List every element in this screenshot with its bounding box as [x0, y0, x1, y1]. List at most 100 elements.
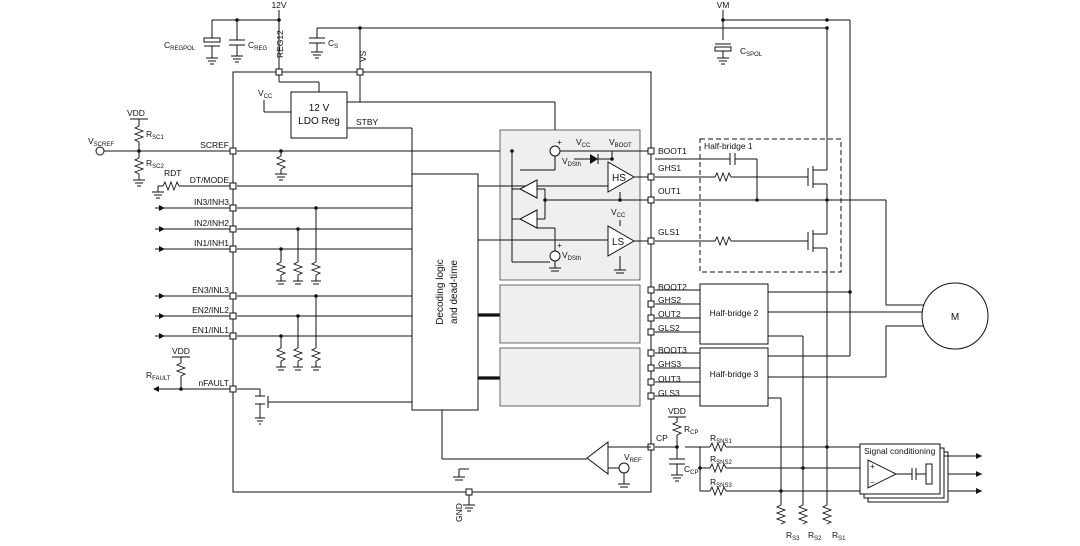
supply-vm: VM CSPOL	[714, 0, 850, 65]
svg-text:M: M	[951, 312, 959, 323]
svg-text:+: +	[870, 461, 875, 471]
svg-text:VREF: VREF	[624, 452, 642, 464]
svg-text:EN1/INL1: EN1/INL1	[192, 325, 229, 335]
svg-text:OUT2: OUT2	[658, 309, 681, 319]
svg-text:Half-bridge 1: Half-bridge 1	[704, 141, 753, 151]
svg-text:GHS3: GHS3	[658, 359, 681, 369]
svg-text:LDO Reg: LDO Reg	[298, 116, 340, 127]
svg-text:RSC1: RSC1	[146, 129, 164, 141]
svg-text:VDD: VDD	[668, 406, 686, 416]
svg-text:Half-bridge 3: Half-bridge 3	[710, 369, 759, 379]
svg-text:IN3/INH3: IN3/INH3	[194, 197, 229, 207]
svg-text:EN3/INL3: EN3/INL3	[192, 285, 229, 295]
supply-vs: CS VS	[309, 26, 827, 72]
svg-text:VBOOT: VBOOT	[609, 137, 632, 149]
svg-text:VS: VS	[358, 50, 368, 62]
svg-text:CREGPOL: CREGPOL	[164, 40, 196, 52]
svg-text:CCP: CCP	[684, 464, 698, 476]
right-pin-markers	[647, 147, 655, 451]
svg-text:GHS2: GHS2	[658, 295, 681, 305]
svg-text:Half-bridge 2: Half-bridge 2	[710, 308, 759, 318]
capacitor-creg: CREG	[229, 20, 267, 63]
svg-text:VCC: VCC	[611, 207, 626, 219]
svg-text:VDD: VDD	[127, 108, 145, 118]
svg-text:GLS3: GLS3	[658, 388, 680, 398]
svg-text:BOOT2: BOOT2	[658, 282, 687, 292]
svg-text:CS: CS	[328, 38, 338, 50]
svg-text:RSNS1: RSNS1	[710, 433, 732, 445]
nfault-output: VDD RFAULT nFAULT	[146, 346, 412, 425]
ic-outline	[232, 71, 652, 493]
half-bridge-2: Half-bridge 2	[655, 283, 922, 505]
svg-text:VM: VM	[717, 0, 730, 10]
svg-text:nFAULT: nFAULT	[198, 378, 229, 388]
svg-text:VCC: VCC	[258, 88, 273, 100]
svg-text:RS3: RS3	[786, 530, 800, 542]
svg-text:Decoding logic: Decoding logic	[435, 259, 446, 325]
svg-text:RSC2: RSC2	[146, 158, 164, 170]
charge-pump-section: VREF VDD RCP CCP	[441, 406, 698, 488]
svg-text:CP: CP	[656, 433, 668, 443]
gate-driver-1-panel	[499, 129, 641, 281]
pin-scref-label: SCREF	[200, 140, 229, 150]
driver1-internals: + VDSth VCC VBOOT HS VCC	[500, 137, 651, 274]
svg-text:VDSth: VDSth	[562, 156, 581, 168]
vscref-source: VSCREF VDD RSC1 RSC2	[88, 108, 233, 187]
svg-text:LS: LS	[612, 237, 625, 248]
half-bridge-3: Half-bridge 3	[655, 347, 886, 505]
svg-text:STBY: STBY	[356, 117, 379, 127]
svg-text:RS1: RS1	[832, 530, 846, 542]
input-en2: EN2/INL2	[155, 305, 412, 319]
svg-text:and dead-time: and dead-time	[449, 260, 460, 324]
en-pulldowns	[275, 296, 322, 371]
svg-text:GLS1: GLS1	[658, 227, 680, 237]
svg-text:RSNS2: RSNS2	[710, 454, 732, 466]
ground-pin: GND	[453, 468, 475, 522]
input-in2: IN2/INH2	[155, 218, 412, 232]
svg-text:HS: HS	[612, 173, 626, 184]
svg-text:CSPOL: CSPOL	[740, 46, 763, 58]
current-sense: RSNS1 RSNS2 RSNS3 RS3 RS2 RS1	[685, 433, 860, 542]
scref-internal	[237, 149, 545, 181]
svg-text:IN2/INH2: IN2/INH2	[194, 218, 229, 228]
svg-text:BOOT1: BOOT1	[658, 146, 687, 156]
svg-text:RFAULT: RFAULT	[146, 370, 171, 382]
svg-text:BOOT3: BOOT3	[658, 345, 687, 355]
svg-text:12 V: 12 V	[309, 103, 330, 114]
svg-text:GHS1: GHS1	[658, 163, 681, 173]
svg-text:+: +	[557, 240, 562, 250]
svg-text:+: +	[557, 137, 562, 147]
svg-text:VDD: VDD	[172, 346, 190, 356]
input-in3: IN3/INH3	[155, 197, 412, 211]
svg-text:RS2: RS2	[808, 530, 822, 542]
pins-right-labels: BOOT1 GHS1 OUT1 GLS1 BOOT2 GHS2 OUT2 GLS…	[656, 146, 687, 443]
svg-text:OUT1: OUT1	[658, 186, 681, 196]
pin-dtmode-label: DT/MODE	[190, 175, 230, 185]
input-in1: IN1/INH1	[155, 238, 412, 252]
ldo-regulator: 12 V LDO Reg VCC STBY	[258, 72, 556, 174]
gate-driver-2-panel	[499, 284, 641, 344]
decoding-logic-block: Decoding logic and dead-time	[411, 173, 479, 411]
svg-text:IN1/INH1: IN1/INH1	[194, 238, 229, 248]
svg-text:VDSth: VDSth	[562, 250, 581, 262]
svg-text:RDT: RDT	[164, 168, 181, 178]
left-pin-markers	[229, 68, 473, 496]
svg-text:RSNS3: RSNS3	[710, 477, 732, 489]
svg-text:GLS2: GLS2	[658, 323, 680, 333]
svg-text:CREG: CREG	[248, 40, 267, 52]
svg-text:Signal conditioning: Signal conditioning	[864, 446, 936, 456]
input-en3: EN3/INL3	[155, 285, 412, 299]
supply-12v: 12V REG12	[212, 0, 287, 72]
svg-text:REG12: REG12	[275, 30, 285, 58]
svg-text:OUT3: OUT3	[658, 374, 681, 384]
capacitor-cregpol: CREGPOL	[164, 20, 221, 65]
svg-text:RCP: RCP	[684, 424, 698, 436]
decoder-to-driver1	[478, 185, 500, 241]
signal-conditioning-block: Signal conditioning + −	[859, 443, 982, 503]
svg-text:VSCREF: VSCREF	[88, 136, 114, 148]
svg-text:−: −	[870, 477, 875, 487]
input-en1: EN1/INL1	[155, 325, 412, 339]
gate-driver-3-panel	[499, 347, 641, 407]
svg-text:12V: 12V	[271, 0, 286, 10]
